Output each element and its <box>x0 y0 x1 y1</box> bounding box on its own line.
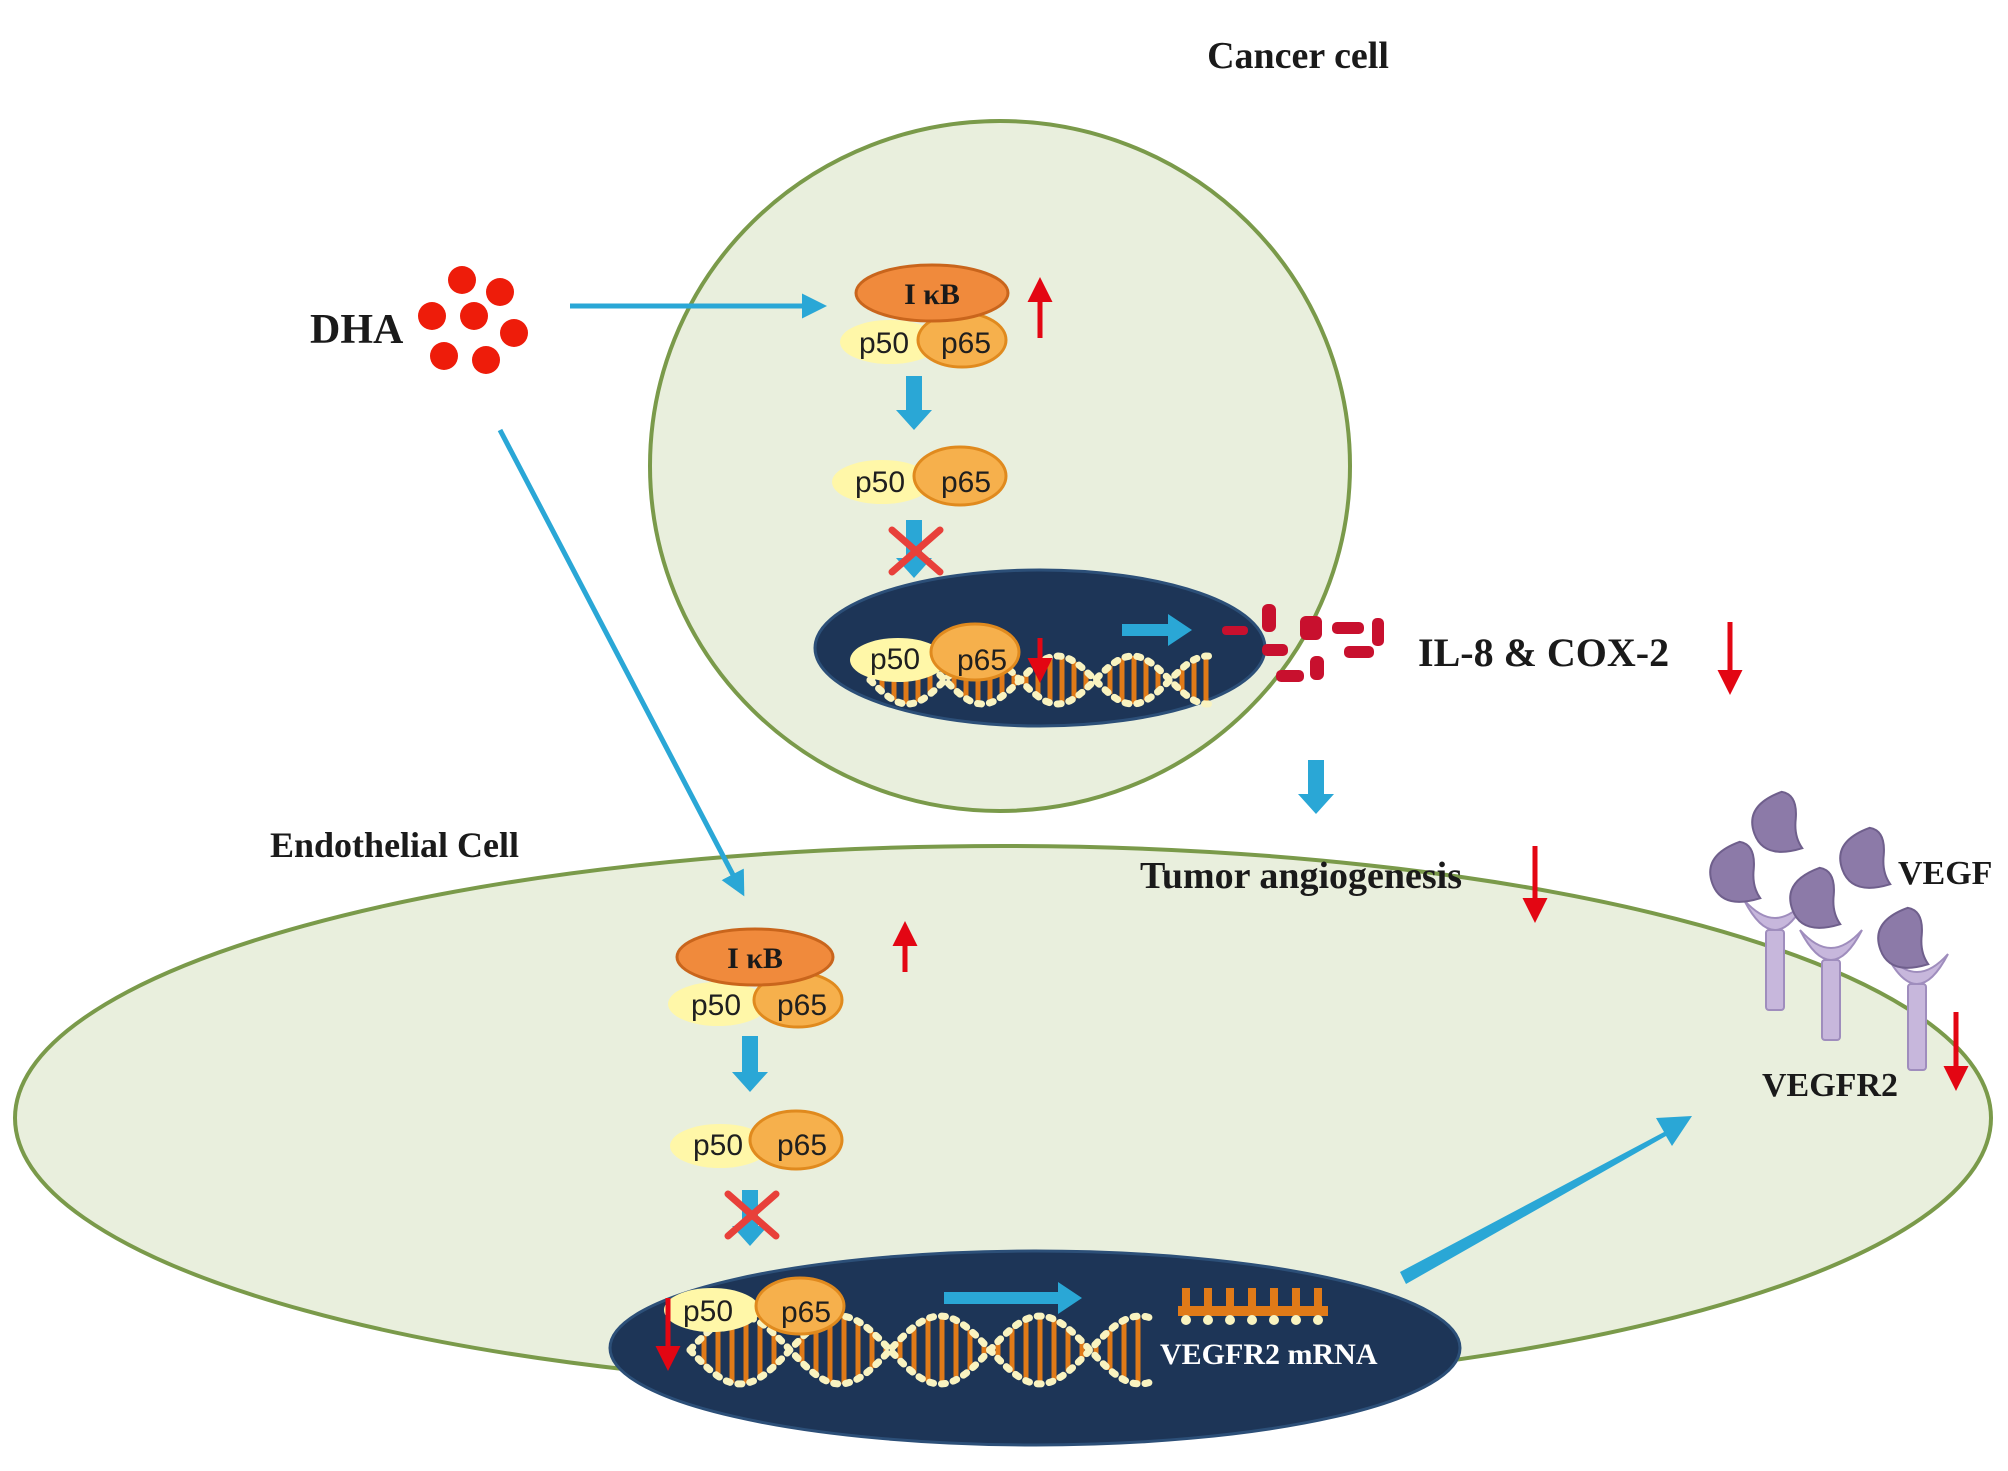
vegfr2-receptors <box>1743 899 1949 1071</box>
endo-free-p65 <box>748 1109 844 1171</box>
mrna-tooth <box>1292 1288 1300 1308</box>
product-blob <box>1310 656 1324 680</box>
tumor-angiogenesis-label: Tumor angiogenesis <box>1140 855 1462 897</box>
vegf-ligands <box>1709 790 1930 969</box>
endo-nuclear-p65 <box>754 1276 846 1336</box>
cancer-nuclear-p65 <box>929 622 1021 682</box>
product-blob <box>1344 646 1374 658</box>
mrna-tooth <box>1204 1288 1212 1308</box>
endo-complex-p65-label: p65 <box>777 989 827 1022</box>
cancer-nuclear-p50-p65: p50 p65 <box>850 622 1021 682</box>
cancer-cell-title: Cancer cell <box>1207 35 1389 77</box>
vegf-ligand <box>1751 790 1804 853</box>
product-blob <box>1262 604 1276 632</box>
endothelial-free-p50-p65: p50 p65 <box>670 1109 844 1171</box>
endothelial-nuclear-p50-p65: p50 p65 <box>664 1276 846 1336</box>
cancer-nuclear-p50-label: p50 <box>870 643 920 676</box>
endothelial-transcription-arrow <box>944 1282 1082 1314</box>
dna-backbone <box>686 1312 1154 1388</box>
cancer-nuclear-p50 <box>850 638 946 682</box>
dna-backbone <box>866 652 1214 708</box>
dha-label: DHA <box>310 307 404 353</box>
product-blob <box>1276 670 1304 682</box>
endothelial-ikb-complex: I κB p50 p65 <box>668 927 844 1029</box>
cancer-block-x-icon <box>888 526 944 576</box>
mrna-bead <box>1247 1315 1257 1325</box>
mrna-bead <box>1291 1315 1301 1325</box>
cancer-free-p65-label: p65 <box>941 466 991 499</box>
cancer-complex-p65-label: p65 <box>941 327 991 360</box>
mrna-bead <box>1181 1315 1191 1325</box>
dha-dot <box>460 302 488 330</box>
dha-dot <box>486 278 514 306</box>
cancer-free-p50-p65: p50 p65 <box>832 445 1008 507</box>
cancer-free-p50-label: p50 <box>855 466 905 499</box>
mrna-bead <box>1225 1315 1235 1325</box>
cancer-free-p65 <box>912 445 1008 507</box>
cancer-complex-ikb-label: I κB <box>904 278 960 311</box>
vegfr2-mrna-strand <box>1178 1288 1328 1325</box>
product-blob <box>1300 616 1322 640</box>
endo-nuclear-p50-label: p50 <box>683 1295 733 1328</box>
endo-nuclear-p65-label: p65 <box>781 1296 831 1329</box>
endo-free-p50-label: p50 <box>693 1129 743 1162</box>
endo-complex-p50-label: p50 <box>691 989 741 1022</box>
mrna-bead <box>1313 1315 1323 1325</box>
mrna-tooth <box>1248 1288 1256 1308</box>
endo-complex-p50 <box>668 982 768 1026</box>
cancer-nuclear-p65-label: p65 <box>957 644 1007 677</box>
dha-to-endothelial-arrow <box>497 428 745 897</box>
cancer-complex-p50 <box>840 320 940 364</box>
vegfr2-label: VEGFR2 <box>1762 1067 1898 1104</box>
mrna-bead <box>1203 1315 1213 1325</box>
vegfr2-receptor <box>1799 929 1863 1041</box>
vegf-ligand <box>1789 866 1842 929</box>
mrna-tooth <box>1226 1288 1234 1308</box>
cancer-free-p50 <box>832 460 932 504</box>
mrna-tooth <box>1270 1288 1278 1308</box>
vegfr2-mrna-label: VEGFR2 mRNA <box>1160 1338 1378 1371</box>
endothelial-cell-title: Endothelial Cell <box>270 825 519 865</box>
vegf-ligand <box>1839 826 1892 889</box>
dha-dot <box>472 346 500 374</box>
product-blob <box>1262 644 1288 656</box>
dha-dot <box>418 302 446 330</box>
angiogenesis-step-arrow <box>1298 760 1334 814</box>
cancer-transcription-arrow <box>1122 614 1192 646</box>
cancer-complex-ikb <box>854 263 1010 323</box>
dna-backbone <box>686 1312 1154 1388</box>
vegfr2-receptor <box>1885 953 1949 1071</box>
product-blob <box>1372 618 1384 646</box>
endo-complex-ikb-label: I κB <box>727 942 783 975</box>
endothelial-dna-helix <box>686 1312 1154 1388</box>
endo-nuclear-p50 <box>664 1288 760 1332</box>
dha-dot <box>448 266 476 294</box>
il8-cox2-label: IL-8 & COX-2 <box>1418 630 1669 675</box>
mrna-backbone <box>1178 1306 1328 1316</box>
dha-dot <box>430 342 458 370</box>
product-blob <box>1332 622 1364 634</box>
dha-dot <box>500 319 528 347</box>
endo-free-p65-label: p65 <box>777 1129 827 1162</box>
il8-cox2-products <box>1222 604 1384 682</box>
endothelial-block-x-icon <box>724 1190 780 1240</box>
endo-free-p50 <box>670 1124 770 1168</box>
mrna-tooth <box>1182 1288 1190 1308</box>
product-blob <box>1222 626 1248 635</box>
vegf-ligand <box>1709 840 1762 903</box>
endo-complex-ikb <box>675 927 835 987</box>
dha-molecules <box>418 266 528 374</box>
mrna-tooth <box>1314 1288 1322 1308</box>
cancer-ikb-complex: I κB p50 p65 <box>840 263 1010 369</box>
vegf-label: VEGF <box>1898 855 1992 892</box>
cancer-complex-p50-label: p50 <box>859 327 909 360</box>
vegf-ligand <box>1877 906 1930 969</box>
cancer-step-arrow-1 <box>896 376 932 430</box>
endothelial-step-arrow-1 <box>732 1036 768 1092</box>
mrna-bead <box>1269 1315 1279 1325</box>
mrna-to-receptor-arrow <box>1400 1116 1692 1284</box>
